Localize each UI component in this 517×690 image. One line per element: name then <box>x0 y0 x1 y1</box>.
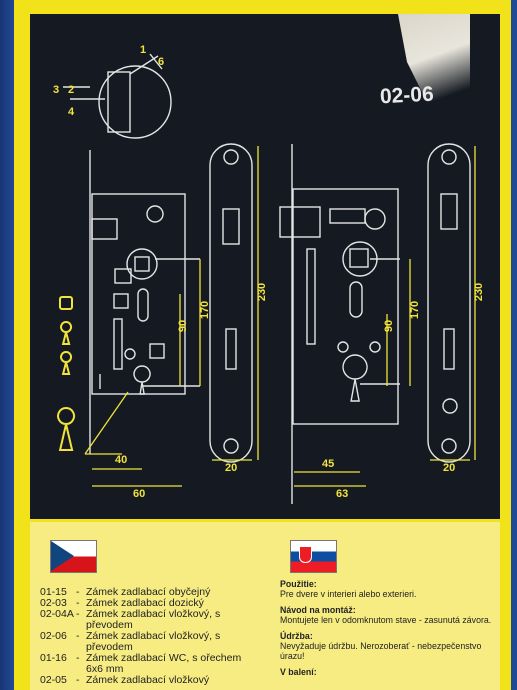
slovak-flag-icon <box>290 540 337 573</box>
lock-drawing <box>57 53 476 504</box>
mount-heading: Návod na montáž: <box>280 605 356 615</box>
maintenance-heading: Údržba: <box>280 631 313 641</box>
cz-product-list: 01-15-Zámek zadlabací obyčejný 02-03-Zám… <box>40 587 255 686</box>
list-item: 02-06-Zámek zadlabací vložkový, s převod… <box>40 630 221 653</box>
dim-right-230: 230 <box>473 282 486 302</box>
cz-column: 01-15-Zámek zadlabací obyčejný 02-03-Zám… <box>40 540 255 686</box>
list-item: 01-16-Zámek zadlabací WC, s ořechem 6x6 … <box>40 652 242 675</box>
callout-1: 1 <box>140 44 147 56</box>
list-item: 02-04A-Zámek zadlabací vložkový, s převo… <box>40 608 221 631</box>
list-item: 02-05-Zámek zadlabací vložkový <box>40 674 210 686</box>
dim-left-60: 60 <box>133 488 146 500</box>
dim-left-230: 230 <box>256 282 269 302</box>
info-panel: 01-15-Zámek zadlabací obyčejný 02-03-Zám… <box>30 522 500 690</box>
cylinder-profile-icon <box>57 407 75 451</box>
right-lock-body <box>292 188 399 425</box>
detail-part <box>107 71 131 133</box>
right-strike-plate <box>427 143 471 463</box>
detail-circle <box>98 65 172 139</box>
dim-left-90: 90 <box>177 319 190 333</box>
technical-drawing-panel: 02-06 <box>30 14 500 519</box>
callout-4: 4 <box>68 106 75 118</box>
use-text: Pre dvere v interieri alebo exterieri. <box>280 589 417 599</box>
left-lock-body <box>91 193 186 395</box>
dim-left-170: 170 <box>199 300 212 320</box>
callout-2: 2 <box>68 84 75 96</box>
czech-flag-icon <box>50 540 97 573</box>
sk-column: Použitie: Pre dvere v interieri alebo ex… <box>280 540 495 677</box>
dim-right-63: 63 <box>336 488 349 500</box>
dim-right-45: 45 <box>322 458 335 470</box>
left-strike-plate <box>209 143 253 463</box>
keyhole-bit-icon <box>60 321 73 345</box>
keyhole-key-icon <box>60 351 73 375</box>
callout-6: 6 <box>158 56 165 68</box>
sk-info: Použitie: Pre dvere v interieri alebo ex… <box>280 579 495 677</box>
dim-right-90: 90 <box>383 319 396 333</box>
use-heading: Použitie: <box>280 579 317 589</box>
dim-left-40: 40 <box>115 454 128 466</box>
package-heading: V balení: <box>280 667 317 677</box>
dim-left-20: 20 <box>225 462 238 474</box>
maintenance-text: Nevyžaduje údržbu. Nerozoberať - nebezpe… <box>280 641 482 661</box>
dim-right-20: 20 <box>443 462 456 474</box>
list-item: 02-03-Zámek zadlabací dozický <box>40 597 204 609</box>
dim-right-170: 170 <box>409 300 422 320</box>
list-item: 01-15-Zámek zadlabací obyčejný <box>40 586 211 598</box>
callout-3: 3 <box>53 84 60 96</box>
mount-text: Montujete len v odomknutom stave - zasun… <box>280 615 492 625</box>
keyhole-square-icon <box>59 296 73 310</box>
